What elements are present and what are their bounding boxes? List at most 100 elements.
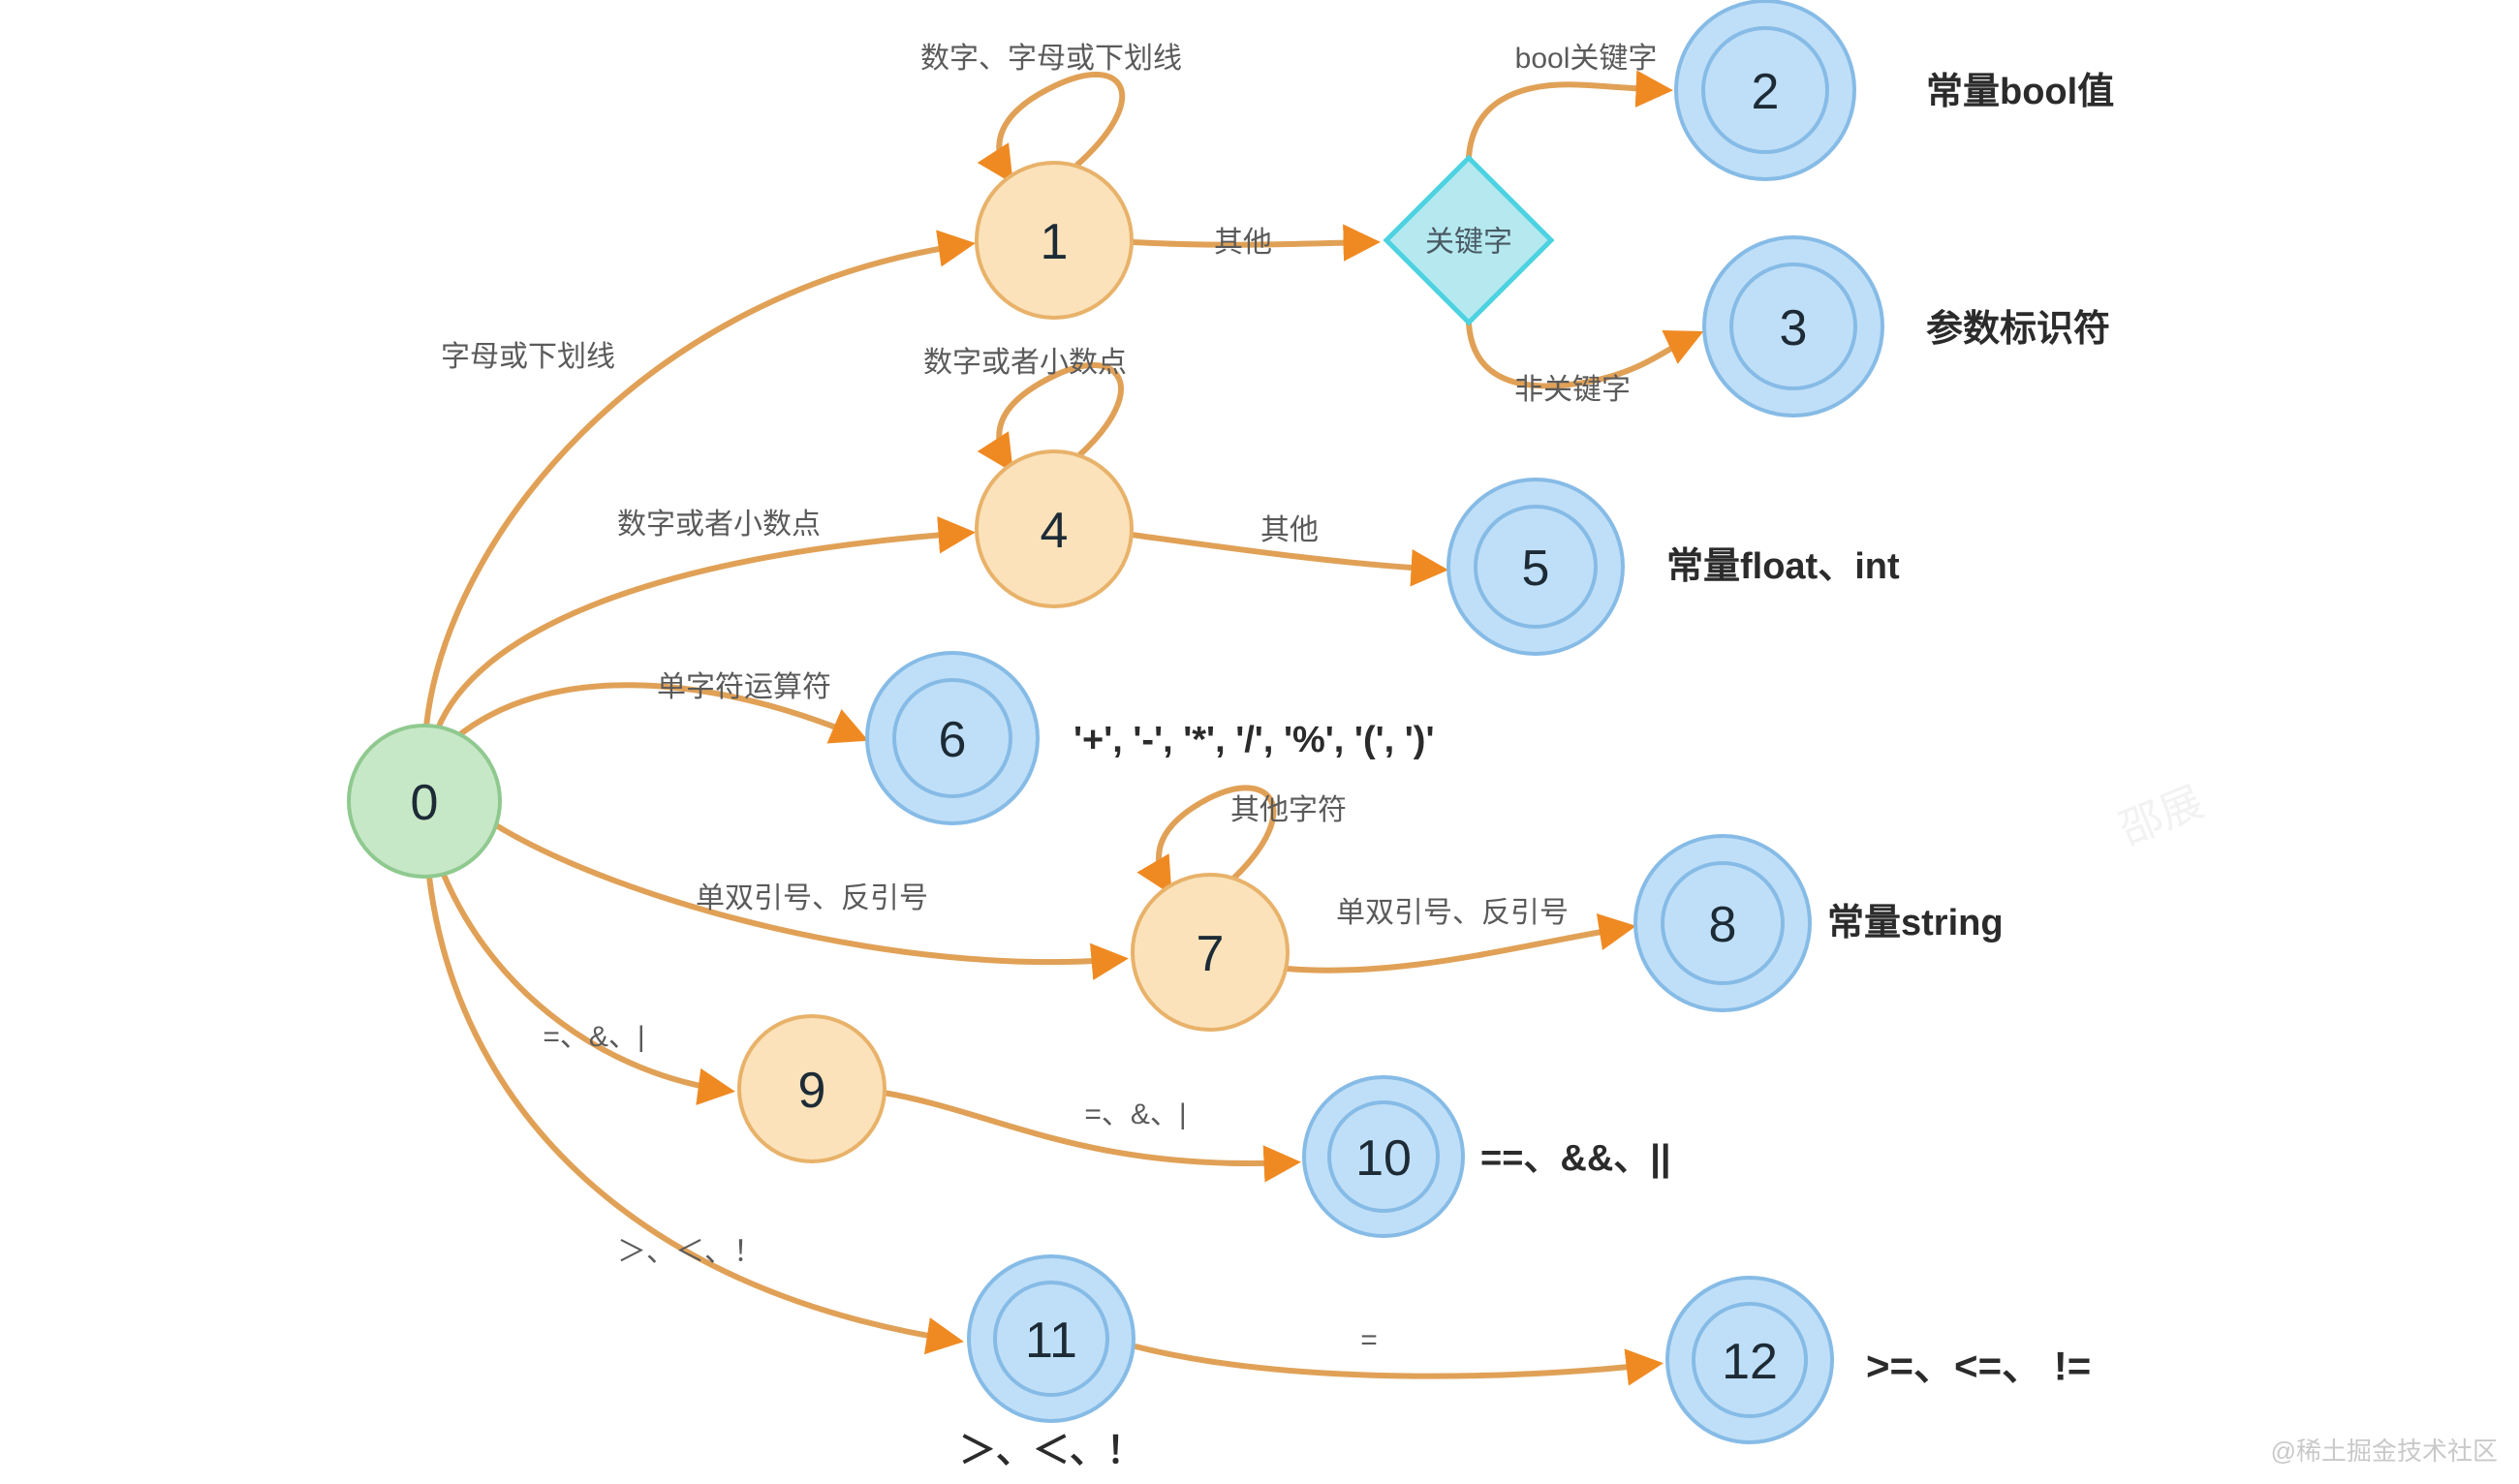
edge-path [1133,1344,1664,1386]
annotation-string-const: 常量string [1827,903,2004,943]
edge-label: 单字符运算符 [657,671,831,703]
edge-1-self-loop: 数字、字母或下划线 [920,43,1182,184]
node-label: 6 [939,712,967,768]
node-label: 1 [1041,214,1069,270]
edge-label: =、&、| [543,1021,644,1053]
edge-label: 非关键字 [1514,374,1631,406]
edge-path [1129,532,1448,587]
edge-0-to-6: 单字符运算符 [452,671,869,744]
node-10-accept[interactable]: 10 [1302,1075,1465,1238]
watermark-faint: 邵展 [2113,778,2210,853]
node-label: 5 [1522,541,1550,597]
edge-path [1466,321,1704,389]
node-circle [1131,873,1290,1032]
node-6-accept[interactable]: 6 [865,651,1040,825]
edge-0-to-9: =、&、| [441,872,735,1105]
edge-decision-to-2: bool关键字 [1466,43,1673,160]
edge-path [435,516,976,731]
edge-path [881,1090,1301,1183]
edge-label: 数字或者小数点 [617,509,821,541]
edge-4-self-loop: 数字或者小数点 [923,347,1127,473]
edge-0-to-1: 字母或下划线 [423,230,976,729]
annotation-compare-operators: >=、<=、 != [1866,1344,2091,1389]
annotation-single-char-operators: '+', '-', '*', '/', '%', '(', ')' [1073,720,1435,760]
node-diamond-shape [1383,154,1555,326]
edge-label: 其他 [1214,227,1272,259]
edge-label: = [1360,1324,1378,1356]
edge-path [493,822,1129,980]
node-inner-circle [1327,1100,1440,1213]
node-label: 关键字 [1425,227,1512,259]
node-label: 4 [1041,503,1069,559]
edge-label: 其他字符 [1230,794,1347,826]
node-inner-circle [1474,505,1598,629]
node-7-string[interactable]: 7 [1131,873,1290,1032]
node-inner-circle [993,1281,1109,1397]
annotation-node11-operators: ＞、＜、！ [959,1431,1143,1471]
node-label: 3 [1780,300,1808,356]
edge-layer: 字母或下划线 数字、字母或下划线 其他 bool关键字 非关键字 [423,43,1704,1386]
edge-7-to-8: 单双引号、反引号 [1284,897,1636,974]
node-label: 2 [1752,64,1780,120]
node-circle [975,161,1134,320]
edge-path [1284,912,1636,974]
watermark-community: @稀土掘金技术社区 [2271,1437,2498,1466]
edge-path [1136,785,1277,896]
edge-0-to-4: 数字或者小数点 [435,509,976,731]
node-8-accept[interactable]: 8 [1633,834,1812,1012]
edge-label: 数字、字母或下划线 [920,43,1182,75]
annotation-param-identifier: 参数标识符 [1926,309,2110,350]
edge-0-to-11: ＞、＜、！ [426,874,964,1355]
node-1-identifier[interactable]: 1 [975,161,1134,320]
node-label: 7 [1197,926,1225,982]
watermark-layer: 邵展 @稀土掘金技术社区 [2113,778,2498,1466]
edge-11-to-12: = [1133,1324,1664,1386]
edge-label: bool关键字 [1515,43,1658,75]
edge-path [977,72,1126,184]
node-label: 8 [1709,897,1737,953]
edge-path [1466,70,1673,160]
node-circle [975,449,1134,608]
node-5-accept[interactable]: 5 [1446,478,1625,656]
edge-9-to-10: =、&、| [881,1090,1301,1183]
node-12-accept[interactable]: 12 [1665,1276,1834,1444]
edge-label: 单双引号、反引号 [696,882,928,914]
edge-path [426,874,964,1355]
node-inner-circle [1661,861,1785,985]
node-circle [737,1014,886,1163]
edge-label: 数字或者小数点 [923,347,1127,379]
node-layer: 0 1 关键字 2 3 [347,0,1884,1444]
node-2-accept[interactable]: 2 [1674,0,1856,181]
edge-7-self-loop: 其他字符 [1136,785,1347,896]
edge-path [423,230,976,729]
edge-0-to-7: 单双引号、反引号 [493,822,1129,980]
edge-4-to-5: 其他 [1129,514,1448,587]
edge-path [977,362,1124,473]
edge-path [452,682,869,744]
node-label: 12 [1722,1334,1778,1390]
node-0-start[interactable]: 0 [347,724,502,879]
annotation-layer: 常量bool值 参数标识符 常量float、int '+', '-', '*',… [959,72,2114,1471]
node-decision-keyword[interactable]: 关键字 [1383,154,1555,326]
annotation-bool-const: 常量bool值 [1926,72,2114,112]
node-label: 0 [411,775,439,831]
annotation-float-int-const: 常量float、int [1666,546,1900,587]
node-circle [347,724,502,879]
edge-label: ＞、＜、！ [617,1236,762,1268]
node-4-number[interactable]: 4 [975,449,1134,608]
edge-decision-to-3: 非关键字 [1466,321,1704,406]
node-inner-circle [892,678,1012,798]
edge-label: 单双引号、反引号 [1336,897,1569,929]
edge-1-to-decision: 其他 [1131,224,1381,262]
edge-path [1131,224,1381,262]
edge-label: 字母或下划线 [441,341,615,373]
edge-path [441,872,735,1105]
annotation-double-operators: ==、&&、|| [1480,1138,1671,1179]
node-9-operator[interactable]: 9 [737,1014,886,1163]
node-inner-circle [1729,263,1857,390]
node-3-accept[interactable]: 3 [1702,235,1884,417]
node-11-accept[interactable]: 11 [967,1254,1135,1423]
node-label: 11 [1025,1313,1077,1369]
